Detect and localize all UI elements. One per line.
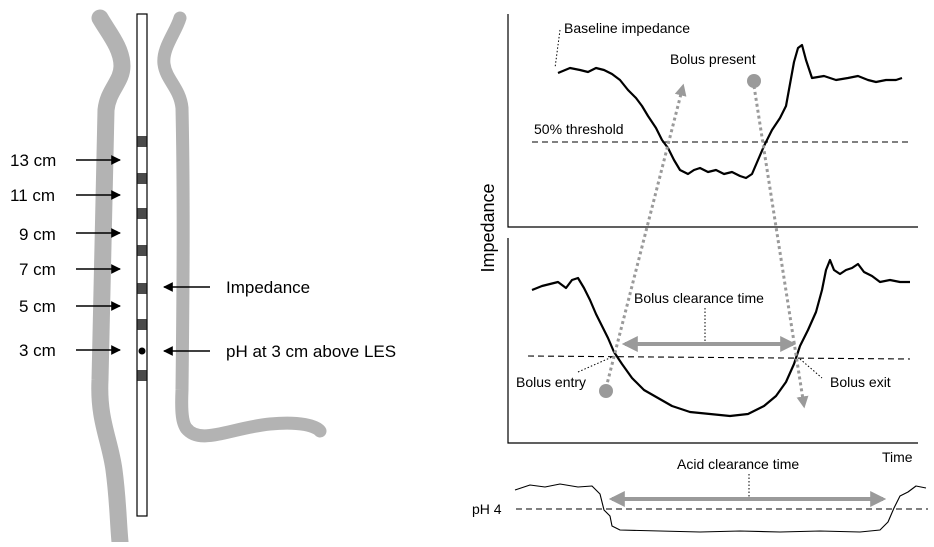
ph4-label: pH 4 xyxy=(472,501,502,517)
impedance-sensor-band xyxy=(137,319,147,330)
catheter xyxy=(136,13,148,517)
threshold-line-lower xyxy=(527,355,911,360)
acid-clearance-label: Acid clearance time xyxy=(677,456,799,472)
impedance-sensor-band xyxy=(137,173,147,184)
sensor-label-9cm: 9 cm xyxy=(19,225,56,244)
upper-impedance-trace xyxy=(557,43,903,180)
esophagus-illustration xyxy=(91,9,327,547)
y-axis-label: Impedance xyxy=(478,183,498,272)
lower-impedance-trace xyxy=(531,258,910,418)
impedance-sensor-band xyxy=(137,245,147,256)
sensor-label-3cm: 3 cm xyxy=(19,341,56,360)
stomach-curve xyxy=(179,416,327,443)
esophagus-left-wall xyxy=(91,9,131,547)
impedance-sensor-band xyxy=(137,136,147,147)
baseline-impedance-label: Baseline impedance xyxy=(564,20,690,36)
ph-chart: pH 4 Acid clearance time xyxy=(472,456,928,533)
esophagus-right-wall xyxy=(157,11,195,437)
impedance-label: Impedance xyxy=(226,278,310,297)
impedance-sensor-band xyxy=(137,208,147,219)
bolus-entry-marker xyxy=(599,384,613,398)
sensor-label-7cm: 7 cm xyxy=(19,260,56,279)
bolus-entry-arrow xyxy=(604,83,687,389)
bolus-exit-label: Bolus exit xyxy=(830,374,891,390)
ph-sensor-dot xyxy=(138,347,146,355)
catheter-tube xyxy=(136,13,148,517)
sensor-labels: 13 cm 11 cm 9 cm 7 cm 5 cm 3 cm Impedanc… xyxy=(10,151,396,361)
impedance-sensor-band xyxy=(137,370,147,381)
threshold-label: 50% threshold xyxy=(534,121,624,137)
entry-leader xyxy=(577,356,613,373)
x-axis-label: Time xyxy=(882,449,913,465)
baseline-leader xyxy=(554,29,561,69)
exit-leader xyxy=(799,358,823,379)
bolus-present-label: Bolus present xyxy=(670,51,756,67)
impedance-sensor-band xyxy=(137,283,147,294)
sensor-label-13cm: 13 cm xyxy=(10,151,56,170)
upper-panel-axes xyxy=(507,14,918,228)
impedance-chart: Impedance Time 50% threshold Baseline im… xyxy=(478,14,918,465)
sensor-label-5cm: 5 cm xyxy=(19,297,56,316)
bolus-entry-label: Bolus entry xyxy=(516,374,586,390)
bolus-clearance-label: Bolus clearance time xyxy=(634,290,764,306)
bolus-present-marker xyxy=(747,74,761,88)
lower-panel-axes xyxy=(507,238,918,444)
sensor-label-11cm: 11 cm xyxy=(10,186,55,205)
ph-trace xyxy=(514,483,927,533)
ph-sensor-label: pH at 3 cm above LES xyxy=(226,342,396,361)
